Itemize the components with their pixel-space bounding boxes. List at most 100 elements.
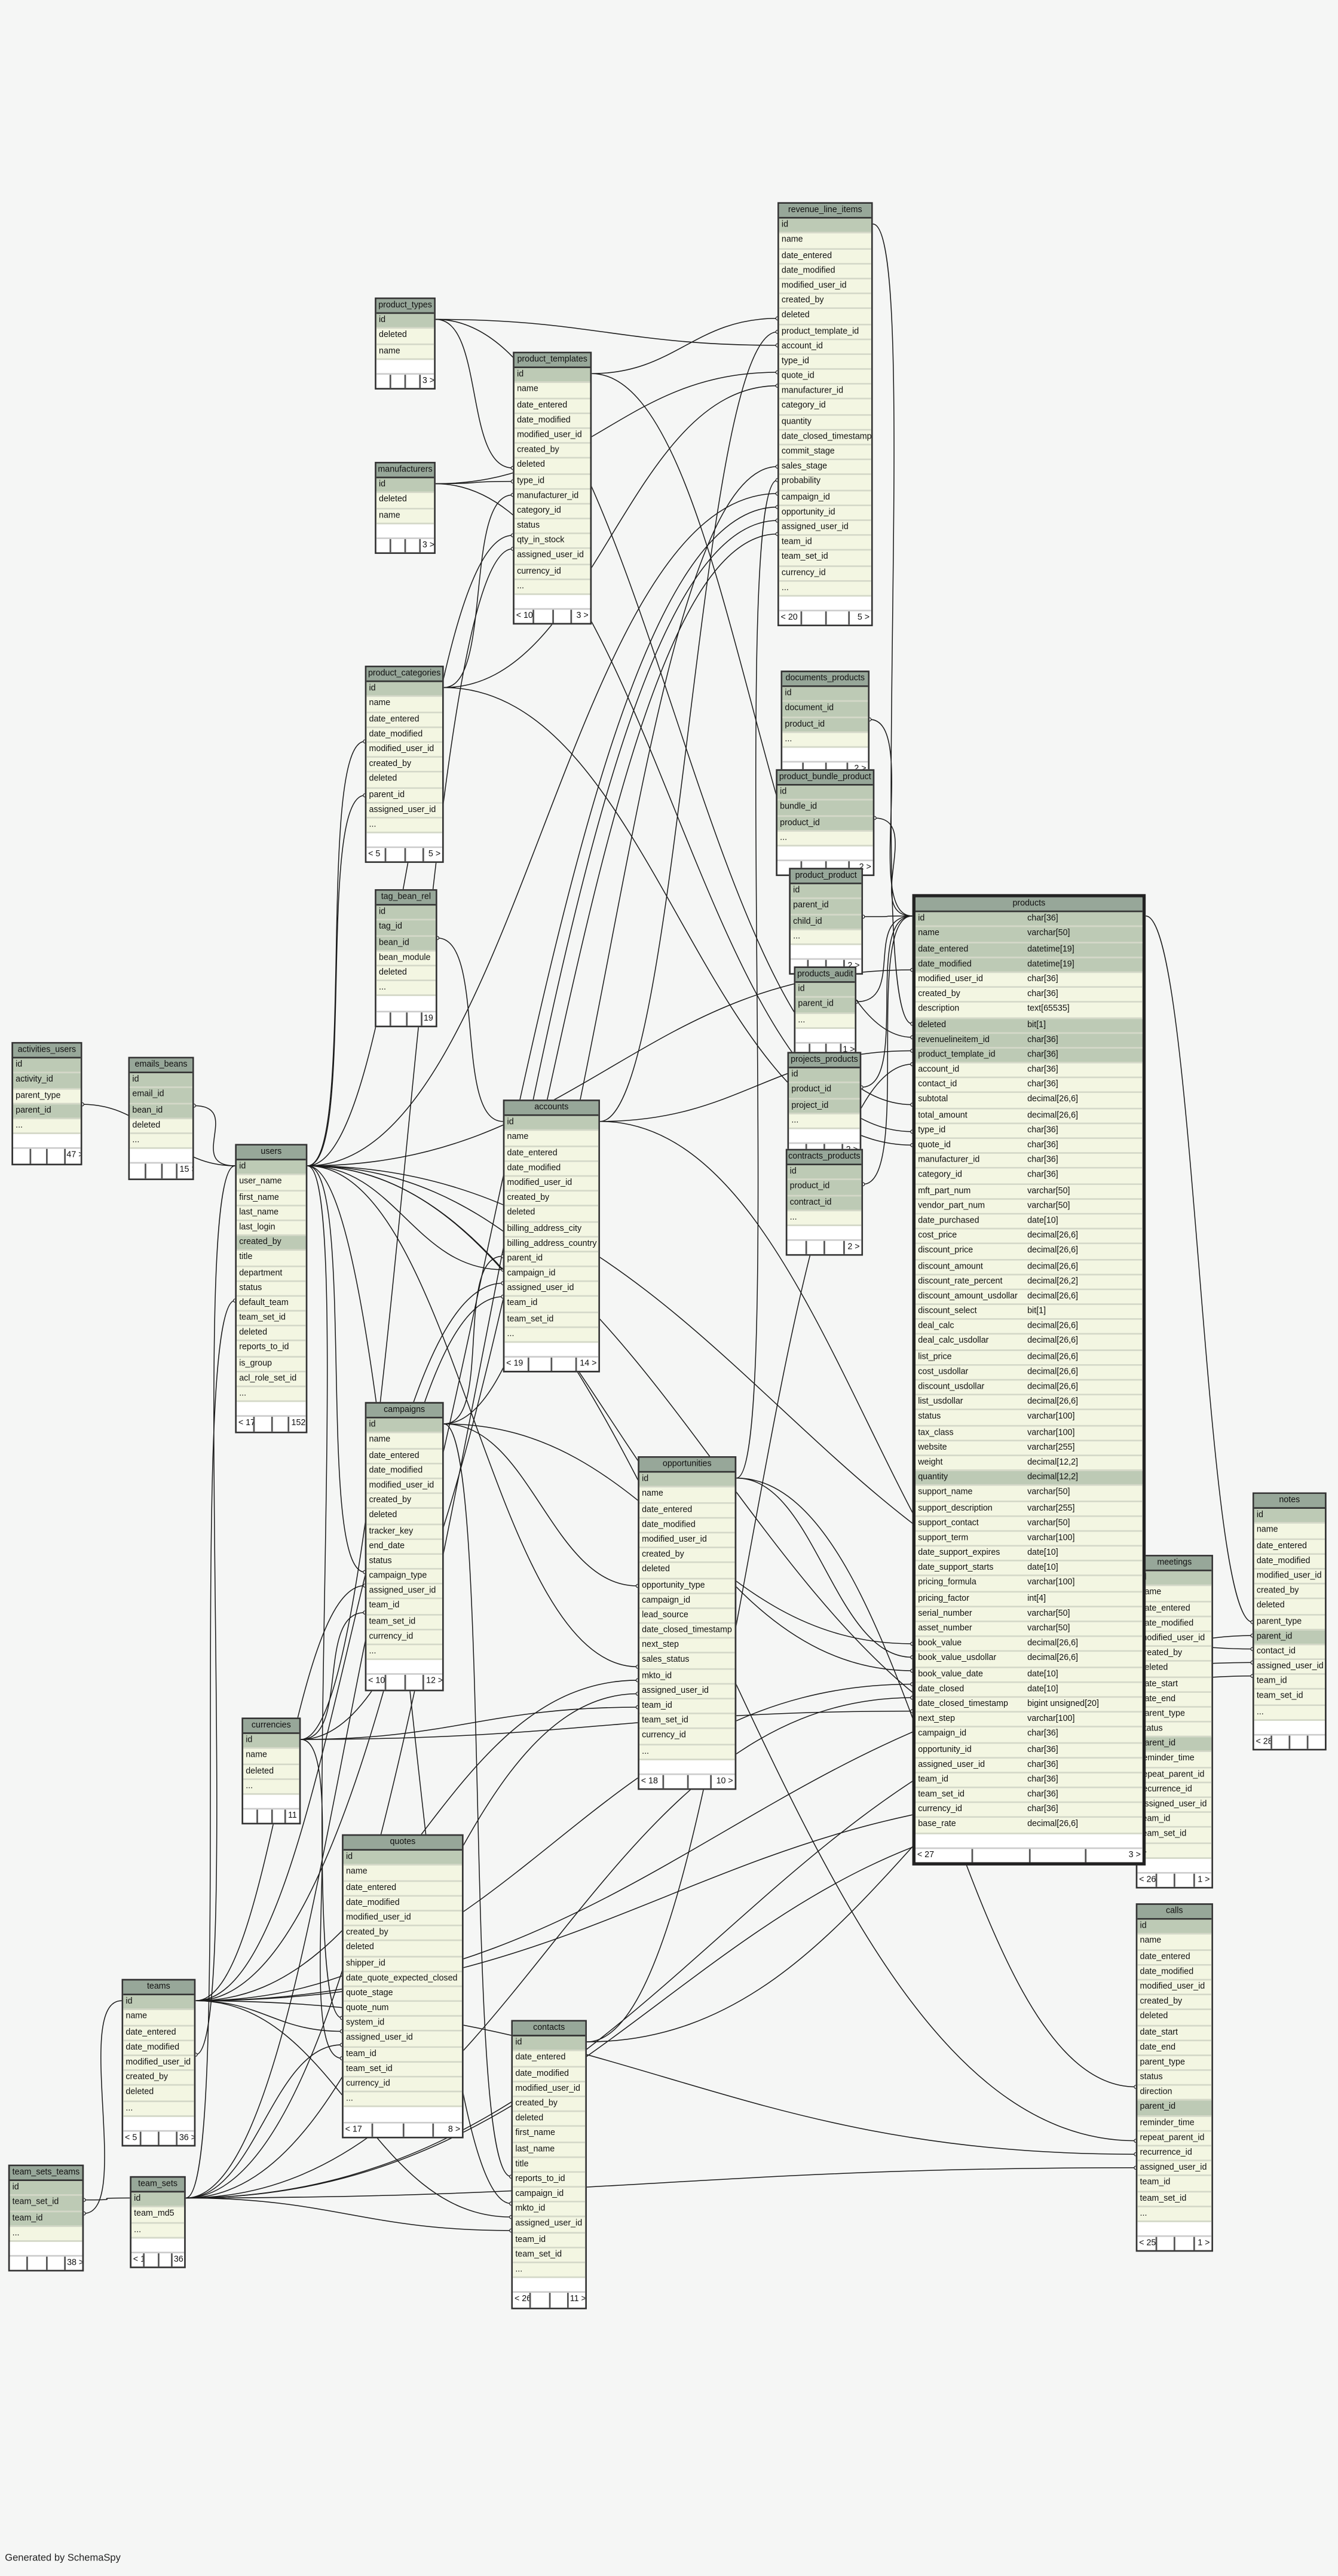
column-row: currency_id	[514, 565, 590, 580]
column-row: name	[376, 344, 434, 360]
column-type: char[36]	[1027, 1080, 1058, 1091]
column-row: name	[366, 1434, 442, 1449]
column-name: deleted	[379, 495, 407, 506]
column-row: shipper_id	[343, 1956, 462, 1972]
column-name: date_entered	[1140, 1603, 1190, 1613]
column-name: created_by	[1140, 1649, 1183, 1659]
column-name: department	[239, 1268, 283, 1278]
column-row: date_entered	[779, 249, 871, 265]
column-name: date_modified	[1256, 1556, 1311, 1566]
column-row: created_by	[237, 1236, 306, 1252]
relationship-count	[47, 2256, 66, 2271]
column-row: deleted	[366, 773, 442, 788]
column-name: product_id	[785, 719, 825, 730]
column-name: category_id	[781, 402, 826, 412]
column-name: date_entered	[517, 400, 568, 411]
column-row: assigned_user_id	[639, 1684, 735, 1700]
column-name: team_set_id	[1140, 2193, 1187, 2204]
column-row: modified_user_id	[504, 1177, 599, 1192]
relationship-line	[736, 479, 778, 1479]
column-name: ...	[517, 581, 524, 592]
column-row: system_id	[343, 2017, 462, 2032]
column-name: default_team	[239, 1298, 289, 1309]
blank-row	[366, 1660, 442, 1676]
column-row: reminder_time	[1137, 1753, 1212, 1768]
column-row: modified_user_id	[514, 428, 590, 445]
column-name: modified_user_id	[1256, 1571, 1322, 1581]
column-row: ...	[130, 1134, 192, 1150]
relationship-line	[307, 493, 778, 1166]
column-name: id	[780, 788, 787, 798]
column-row: name	[123, 2011, 194, 2026]
column-name: assigned_user_id	[918, 1760, 985, 1770]
table-footer: 47 >	[13, 1149, 81, 1163]
table-name: campaigns	[366, 1404, 442, 1419]
column-name: support_contact	[918, 1518, 979, 1529]
column-name: id	[785, 689, 792, 699]
column-name: assigned_user_id	[1140, 1799, 1207, 1810]
column-row: account_id	[779, 339, 871, 355]
column-row: deleted	[376, 329, 434, 345]
table-name: team_sets	[131, 2177, 185, 2193]
relationship-count	[405, 1675, 425, 1689]
column-row: assigned_user_id	[513, 2217, 586, 2234]
column-row: id	[376, 906, 436, 921]
column-row: assigned_user_id	[514, 549, 590, 565]
relationship-line	[443, 494, 513, 688]
relationship-count: 19 >	[423, 1013, 436, 1024]
relationship-count	[788, 1241, 807, 1255]
column-row: team_set_id	[237, 1312, 306, 1327]
relationship-count	[391, 374, 406, 388]
table-name: product_categories	[366, 667, 442, 683]
column-name: created_by	[642, 1550, 684, 1560]
column-name: date_modified	[517, 415, 571, 425]
column-name: ...	[642, 1746, 650, 1757]
table-footer: 2 >	[787, 1241, 862, 1255]
column-name: team_set_id	[369, 1616, 416, 1627]
column-name: discount_rate_percent	[918, 1276, 1003, 1287]
column-name: billing_address_country	[507, 1239, 597, 1249]
column-type: varchar[50]	[1027, 1518, 1070, 1529]
column-row: ...	[10, 2226, 82, 2242]
blank-row	[791, 945, 862, 960]
column-row: campaign_type	[366, 1569, 442, 1585]
column-name: product_id	[780, 817, 820, 828]
column-row: quote_stage	[343, 1987, 462, 2002]
column-row: date_modified	[639, 1518, 735, 1534]
relationship-line	[874, 817, 913, 917]
relationship-count	[272, 1809, 287, 1824]
column-name: pricing_factor	[918, 1594, 969, 1604]
column-name: parent_id	[507, 1254, 543, 1264]
column-name: team_set_id	[918, 1790, 965, 1800]
column-row: campaign_id	[513, 2188, 586, 2203]
column-row: title	[237, 1251, 306, 1267]
column-type: date[10]	[1027, 1216, 1058, 1226]
table-name: quotes	[343, 1836, 462, 1851]
column-name: ...	[16, 1120, 23, 1131]
column-row: ...	[1137, 2207, 1212, 2222]
column-row: ...	[366, 1645, 442, 1661]
column-name: opportunity_id	[781, 507, 835, 517]
column-row: created_by	[343, 1926, 462, 1942]
column-name: pricing_formula	[918, 1578, 976, 1589]
column-name: date_modified	[369, 729, 423, 740]
column-row: deleted	[130, 1119, 192, 1134]
column-row: date_end	[1137, 1692, 1212, 1708]
relationship-line	[856, 915, 913, 1003]
column-row: name	[779, 234, 871, 249]
column-name: probability	[781, 477, 820, 488]
column-type: decimal[26,6]	[1027, 1352, 1079, 1362]
table-name: products	[916, 897, 1143, 913]
column-row: ...	[131, 2223, 185, 2238]
column-name: mft_part_num	[918, 1186, 971, 1196]
column-type: varchar[50]	[1027, 929, 1070, 939]
column-row: assigned_user_id	[1254, 1660, 1325, 1676]
column-name: ...	[1140, 2209, 1147, 2219]
column-type: decimal[12,2]	[1027, 1472, 1079, 1483]
